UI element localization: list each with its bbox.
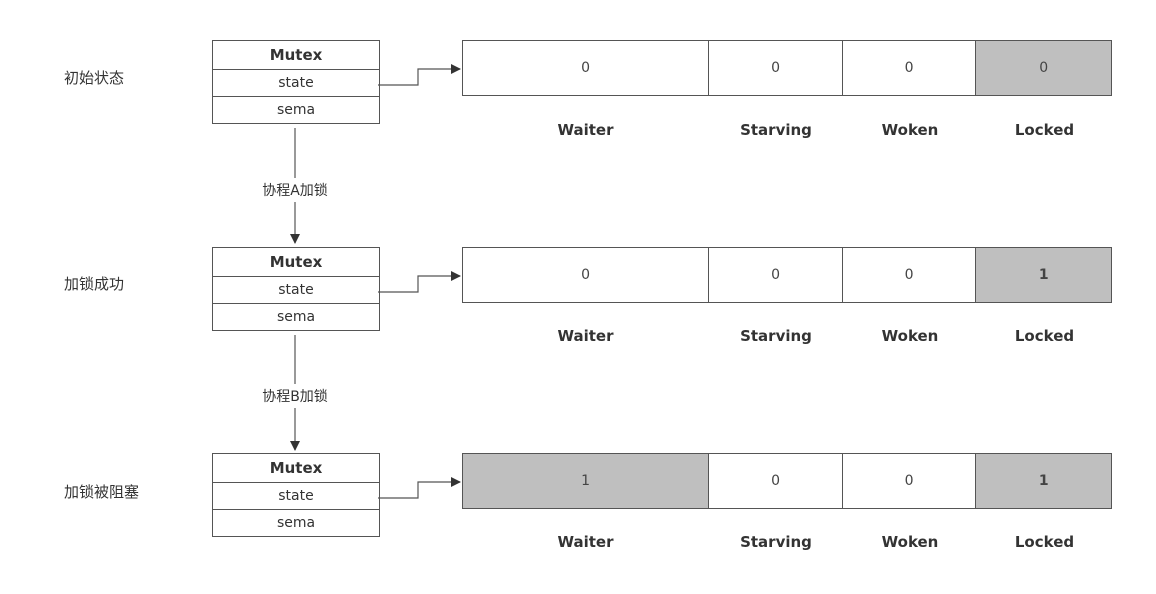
mutex-field-sema: sema (276, 515, 316, 531)
row-label-initial: 初始状态 (64, 69, 125, 87)
state-cell-starving: 0 (709, 248, 843, 302)
state-cell-waiter: 1 (463, 454, 710, 508)
field-label-woken: Woken (881, 121, 939, 139)
field-label-waiter: Waiter (557, 121, 614, 139)
field-label-waiter: Waiter (557, 327, 614, 345)
state-cell-waiter: 0 (463, 41, 710, 95)
mutex-title: Mutex (213, 41, 379, 70)
mutex-title: Mutex (213, 454, 379, 483)
state-cell-woken: 0 (842, 248, 977, 302)
state-cell-waiter: 0 (463, 248, 710, 302)
state-cell-locked: 1 (976, 248, 1111, 302)
mutex-field-state: state (213, 70, 379, 97)
mutex-field-sema: sema (276, 102, 316, 118)
field-label-starving: Starving (740, 533, 812, 551)
field-label-woken: Woken (881, 533, 939, 551)
state-cell-locked: 1 (976, 454, 1111, 508)
field-labels-initial: Waiter Starving Woken Locked (462, 121, 1112, 141)
field-label-locked: Locked (1014, 533, 1075, 551)
state-cell-woken: 0 (842, 454, 977, 508)
transition-label-b: 协程B加锁 (262, 384, 328, 408)
state-cell-starving: 0 (709, 454, 843, 508)
field-label-waiter: Waiter (557, 533, 614, 551)
mutex-title: Mutex (213, 248, 379, 277)
transition-label-a: 协程A加锁 (262, 178, 328, 202)
field-label-woken: Woken (881, 327, 939, 345)
field-label-locked: Locked (1014, 327, 1075, 345)
mutex-box-blocked: Mutex state sema (212, 453, 380, 537)
mutex-box-initial: Mutex state sema (212, 40, 380, 124)
state-cell-starving: 0 (709, 41, 843, 95)
field-label-starving: Starving (740, 121, 812, 139)
field-labels-blocked: Waiter Starving Woken Locked (462, 533, 1112, 553)
mutex-field-state: state (213, 483, 379, 510)
mutex-box-locked: Mutex state sema (212, 247, 380, 331)
mutex-field-sema: sema (276, 309, 316, 325)
row-label-locked: 加锁成功 (64, 275, 125, 293)
state-cell-locked: 0 (976, 41, 1111, 95)
field-label-locked: Locked (1014, 121, 1075, 139)
state-cell-woken: 0 (842, 41, 977, 95)
mutex-field-state: state (213, 277, 379, 304)
row-label-blocked: 加锁被阻塞 (64, 483, 140, 501)
state-arrow-initial (378, 64, 461, 86)
field-label-starving: Starving (740, 327, 812, 345)
state-arrow-locked (378, 271, 461, 293)
state-arrow-blocked (378, 477, 461, 499)
field-labels-locked: Waiter Starving Woken Locked (462, 327, 1112, 347)
